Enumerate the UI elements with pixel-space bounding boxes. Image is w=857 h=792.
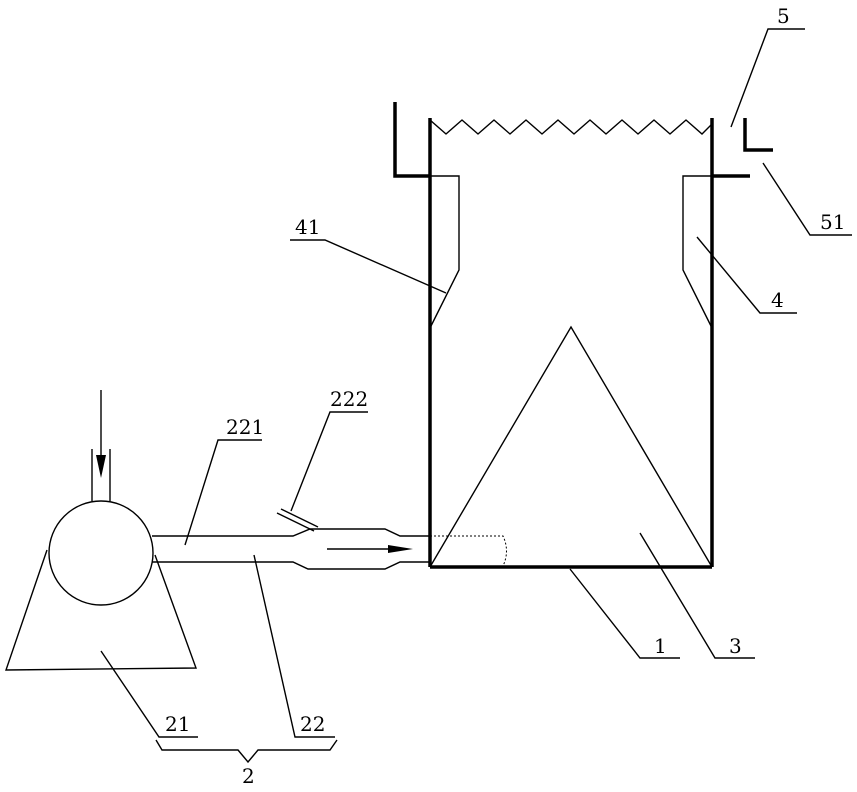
tank bbox=[428, 118, 714, 569]
leader-1 bbox=[569, 568, 680, 659]
pipe-top-wall bbox=[152, 528, 430, 537]
leader-41 bbox=[290, 239, 447, 294]
leader-5 bbox=[730, 28, 805, 128]
leader-22 bbox=[253, 554, 335, 738]
flow-arrow-head bbox=[388, 545, 413, 553]
right-baffle bbox=[682, 175, 713, 329]
label-41: 41 bbox=[295, 215, 320, 239]
pump-body bbox=[48, 500, 154, 606]
label-51: 51 bbox=[820, 210, 845, 234]
injection-port-line-b bbox=[280, 508, 319, 528]
label-222: 222 bbox=[330, 387, 368, 411]
label-2: 2 bbox=[242, 764, 255, 788]
leader-222 bbox=[290, 411, 368, 512]
pipe-bottom-wall bbox=[152, 561, 430, 570]
right-trough-wall bbox=[743, 118, 773, 152]
leader-3 bbox=[639, 532, 755, 659]
leader-21 bbox=[100, 650, 198, 738]
brace-2 bbox=[155, 739, 338, 764]
leader-4 bbox=[696, 236, 797, 314]
label-4: 4 bbox=[771, 288, 784, 312]
cone-deflector bbox=[429, 325, 713, 568]
leader-221 bbox=[184, 439, 262, 546]
label-3: 3 bbox=[729, 634, 742, 658]
label-221: 221 bbox=[226, 415, 264, 439]
left-trough-wall bbox=[393, 102, 430, 178]
label-21: 21 bbox=[165, 712, 190, 736]
left-baffle bbox=[429, 175, 460, 329]
injection-port-line-a bbox=[276, 512, 315, 532]
right-outlet-trough bbox=[712, 118, 773, 178]
pump bbox=[5, 390, 197, 671]
label-22: 22 bbox=[300, 712, 325, 736]
nozzle-outlet bbox=[430, 535, 507, 567]
leaders bbox=[100, 28, 852, 738]
left-collecting-trough bbox=[393, 102, 430, 178]
inlet-arrow-head bbox=[96, 455, 106, 478]
label-1: 1 bbox=[654, 634, 667, 658]
label-5: 5 bbox=[777, 4, 790, 28]
pump-base bbox=[5, 549, 197, 671]
zigzag-weir bbox=[429, 119, 713, 135]
leader-51 bbox=[762, 162, 852, 236]
pipeline bbox=[152, 508, 430, 570]
